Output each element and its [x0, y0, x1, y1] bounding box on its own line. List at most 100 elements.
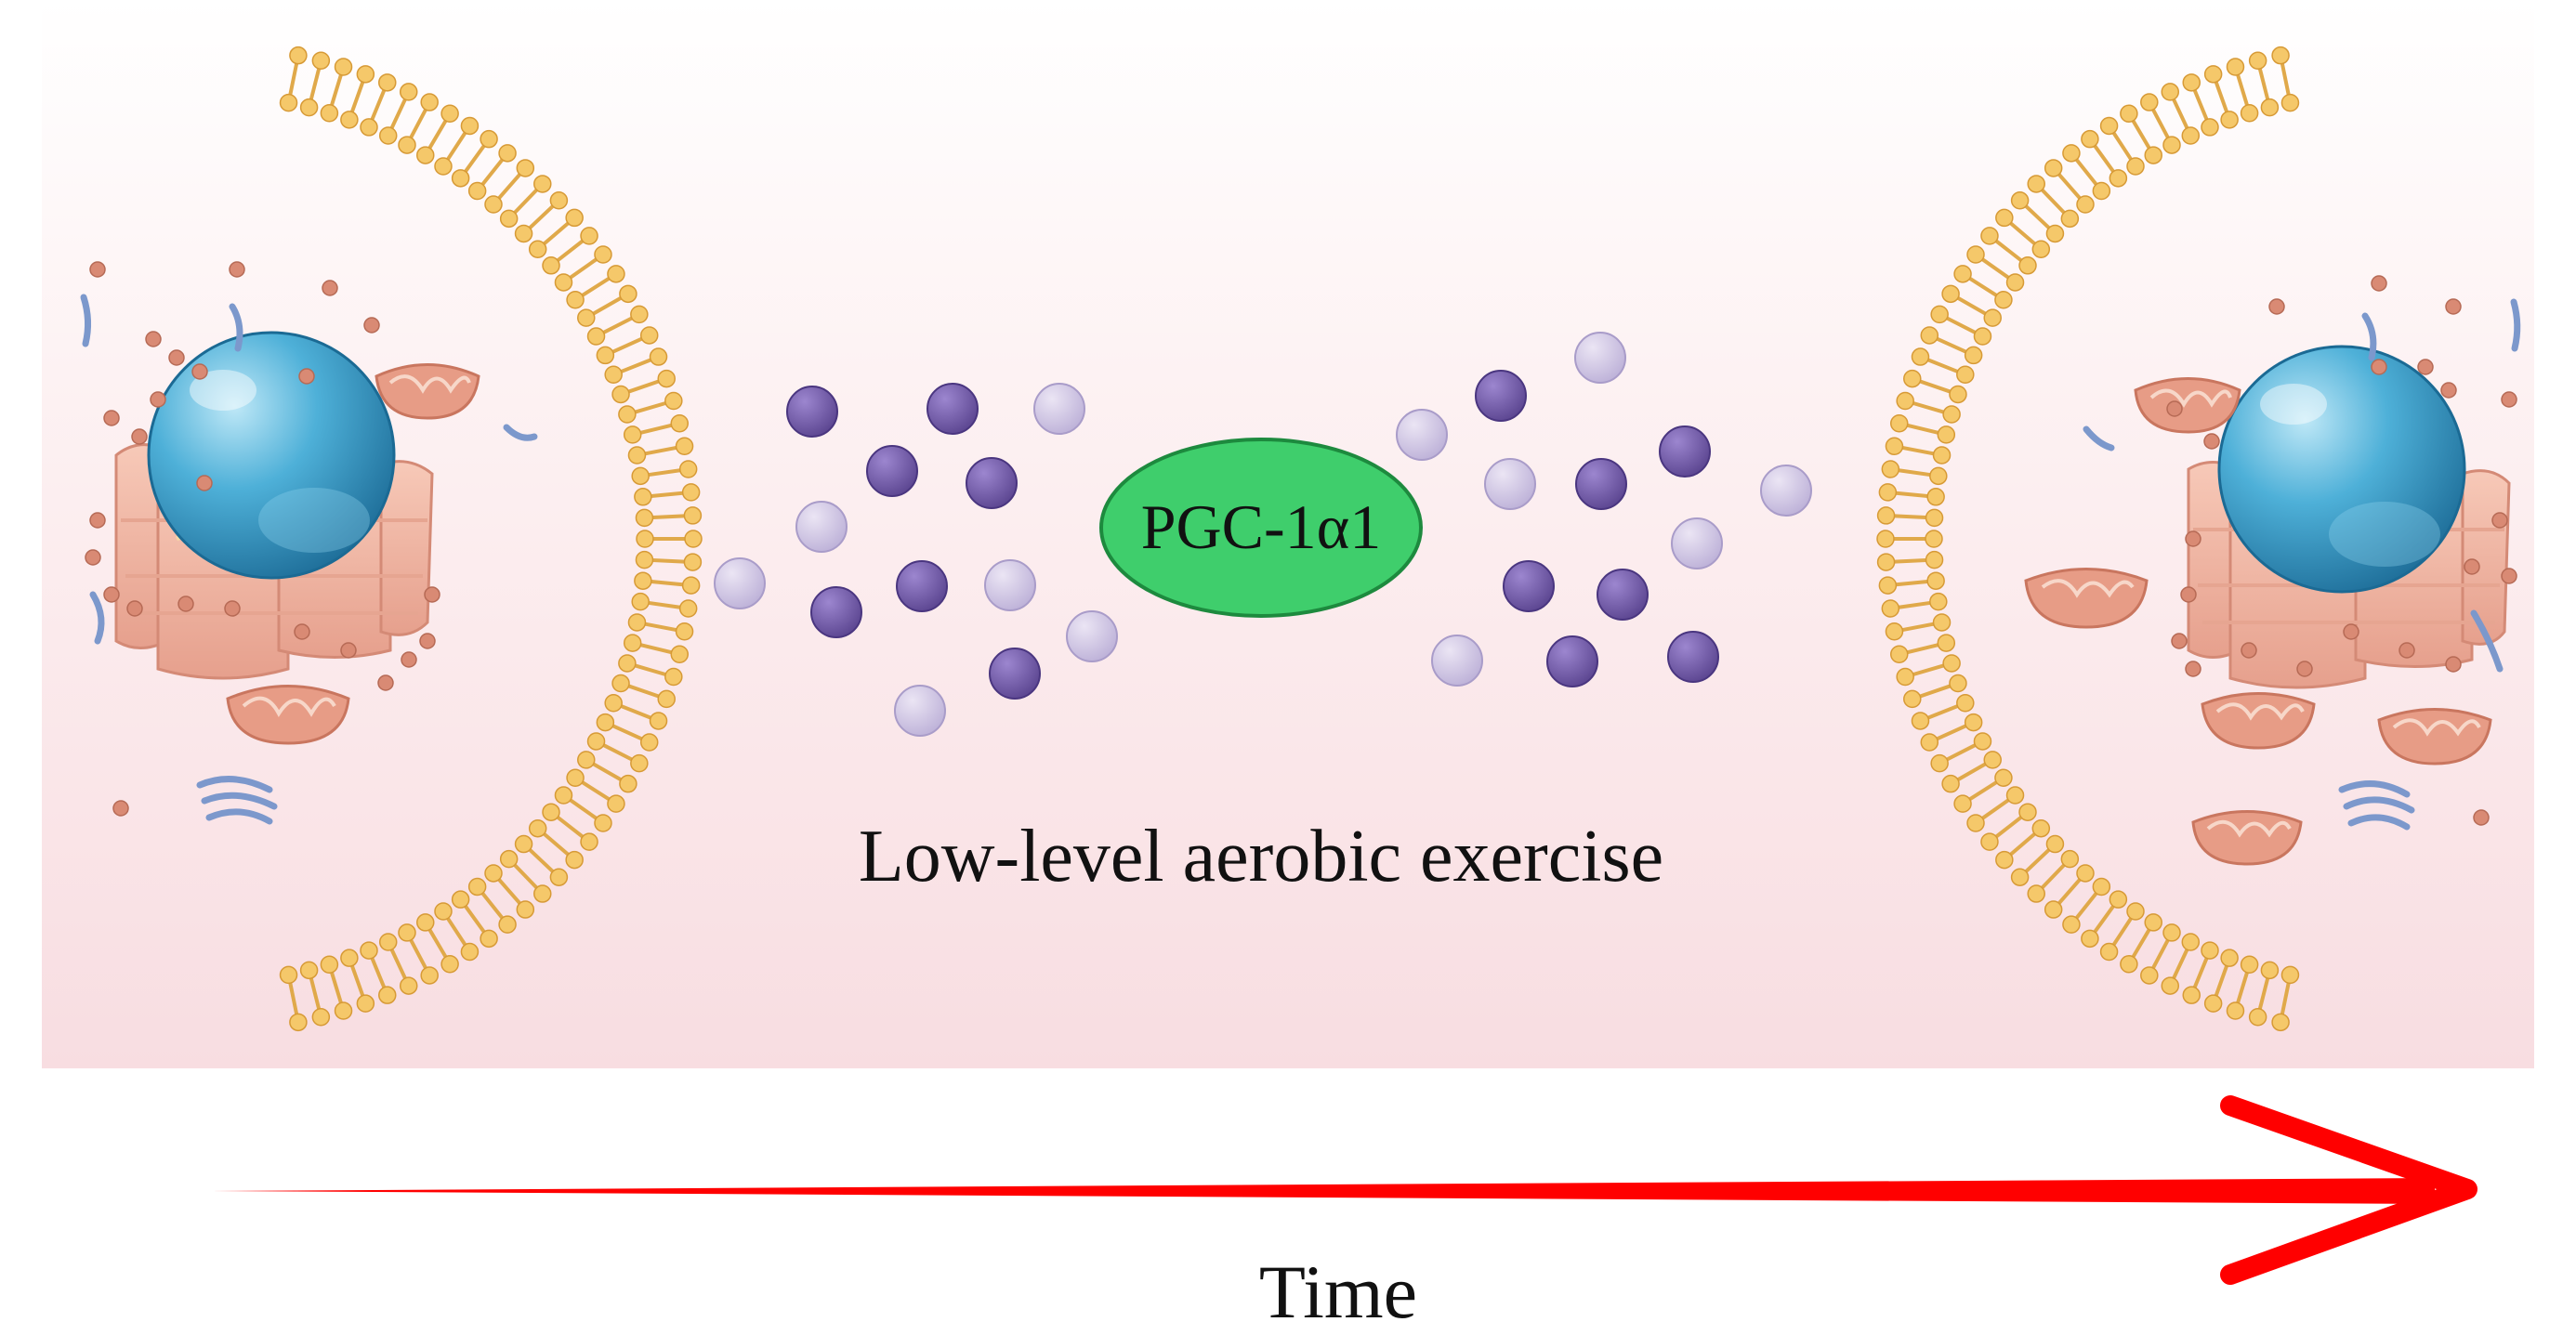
membrane-right-lipid-head — [2126, 902, 2145, 921]
membrane-right-lipid-head — [2162, 136, 2181, 154]
membrane-left-lipid-head — [460, 942, 480, 962]
membrane-left-lipid-head — [340, 111, 359, 129]
membrane-right-lipid-head — [2181, 933, 2201, 951]
membrane-right-lipid-tail — [1898, 600, 1931, 609]
membrane-right-lipid-tail — [1946, 316, 1977, 334]
membrane-right-lipid-head — [2260, 961, 2280, 980]
membrane-left-lipid-head — [440, 955, 459, 974]
membrane-right-lipid-head — [1911, 712, 1930, 730]
membrane-left-lipid-head — [649, 347, 668, 366]
membrane-right-lipid-head — [1983, 751, 2002, 769]
membrane-left-lipid-head — [378, 986, 397, 1004]
membrane-left-lipid-head — [618, 654, 637, 673]
membrane-left-lipid-tail — [480, 158, 505, 186]
membrane-left-lipid-head — [577, 308, 596, 327]
membrane-left-lipid-tail — [480, 892, 505, 920]
membrane-left-lipid-tail — [611, 724, 643, 741]
membrane-right-lipid-head — [1925, 508, 1944, 528]
membrane-left-lipid-tail — [569, 798, 598, 820]
membrane-left-lipid-head — [279, 93, 298, 112]
membrane-left-lipid-tail — [648, 468, 681, 478]
molecule-dark — [1667, 631, 1719, 683]
mitochondrion-right-5 — [2191, 810, 2303, 866]
membrane-right-lipid-head — [1930, 305, 1949, 324]
membrane-right-lipid-head — [1925, 530, 1943, 548]
mitochondrion-right-2 — [2024, 568, 2149, 629]
molecule-dark — [1503, 560, 1555, 612]
vesicle — [298, 368, 315, 385]
membrane-right-lipid-head — [1926, 571, 1945, 590]
membrane-left-lipid-head — [356, 994, 375, 1013]
membrane-left-lipid-head — [664, 391, 683, 411]
membrane-left-lipid-head — [604, 365, 623, 384]
molecule-dark — [866, 445, 918, 497]
membrane-left-lipid-head — [398, 923, 416, 942]
membrane-right-lipid-head — [2181, 126, 2201, 145]
membrane-left-lipid-head — [549, 191, 569, 210]
membrane-left-lipid-head — [416, 146, 435, 164]
membrane-right-lipid-head — [2271, 46, 2290, 65]
membrane-left-lipid-tail — [648, 600, 681, 609]
membrane-right-lipid-head — [1889, 413, 1909, 433]
membrane-left-lipid-head — [596, 346, 615, 365]
membrane-right-lipid-head — [2109, 890, 2128, 909]
membrane-left-lipid-head — [631, 466, 650, 486]
vesicle — [2440, 382, 2457, 399]
membrane-right-lipid-head — [1956, 365, 1975, 384]
membrane-right-lipid-head — [2203, 994, 2223, 1013]
membrane-left-lipid-tail — [652, 514, 685, 519]
membrane-right-lipid-head — [1930, 753, 1949, 773]
membrane-left-lipid-head — [681, 576, 701, 595]
time-label: Time — [1259, 1250, 1417, 1334]
vesicle — [224, 600, 241, 617]
vesicle — [196, 475, 213, 491]
membrane-left-lipid-head — [528, 240, 547, 259]
membrane-left-lipid-head — [565, 208, 584, 228]
membrane-left-lipid-tail — [350, 964, 365, 997]
membrane-left-lipid-head — [311, 1007, 331, 1027]
membrane-left-lipid-head — [683, 553, 703, 571]
membrane-right-lipid-head — [2140, 966, 2159, 985]
membrane-right-lipid-tail — [1968, 276, 1998, 297]
membrane-right-lipid-head — [1876, 553, 1896, 571]
membrane-left-lipid-tail — [464, 144, 486, 173]
membrane-right-lipid-head — [2248, 1007, 2267, 1027]
membrane-right-lipid-tail — [1994, 239, 2023, 262]
membrane-left-lipid-head — [484, 864, 503, 883]
membrane-right-lipid-tail — [1907, 643, 1939, 655]
molecule-light — [1396, 409, 1448, 461]
membrane-right-lipid-head — [1994, 768, 2013, 787]
membrane-right-lipid-tail — [2214, 964, 2228, 997]
membrane-left-lipid-head — [516, 159, 535, 177]
membrane-right-lipid-tail — [2280, 982, 2291, 1014]
golgi-left — [80, 294, 538, 825]
membrane-right-lipid-tail — [2236, 74, 2249, 106]
membrane-left-lipid-head — [289, 1013, 308, 1032]
vesicle — [377, 674, 394, 691]
membrane-right-lipid-head — [2045, 834, 2065, 854]
vesicle — [2185, 530, 2201, 547]
membrane-right-lipid-head — [2062, 144, 2081, 163]
vesicle — [2343, 623, 2359, 640]
vesicle — [2166, 400, 2183, 417]
vesicles — [85, 261, 2517, 826]
membrane-right-lipid-head — [1942, 654, 1961, 673]
membrane-left-lipid-head — [514, 834, 533, 854]
membrane-left-lipid-head — [554, 273, 573, 292]
membrane-right-lipid-head — [1973, 732, 1992, 751]
membrane-left-lipid-head — [533, 884, 552, 903]
mitochondrion-right-4 — [2377, 708, 2492, 766]
vesicle — [89, 512, 106, 529]
membrane-right-lipid-tail — [1901, 622, 1935, 633]
membrane-right-lipid-tail — [2074, 892, 2098, 920]
membrane-left-lipid-head — [611, 385, 630, 404]
membrane-left-lipid-head — [607, 265, 625, 283]
membrane-left-lipid-head — [533, 175, 552, 193]
membrane-right-lipid-head — [1932, 446, 1952, 465]
membrane-left-lipid-tail — [651, 491, 683, 498]
membrane-left-lipid-head — [378, 126, 398, 145]
membrane-left-lipid-head — [451, 169, 470, 188]
molecule-dark — [1575, 458, 1627, 510]
golgi-right — [2083, 298, 2521, 831]
membrane-left-lipid-head — [630, 753, 649, 773]
